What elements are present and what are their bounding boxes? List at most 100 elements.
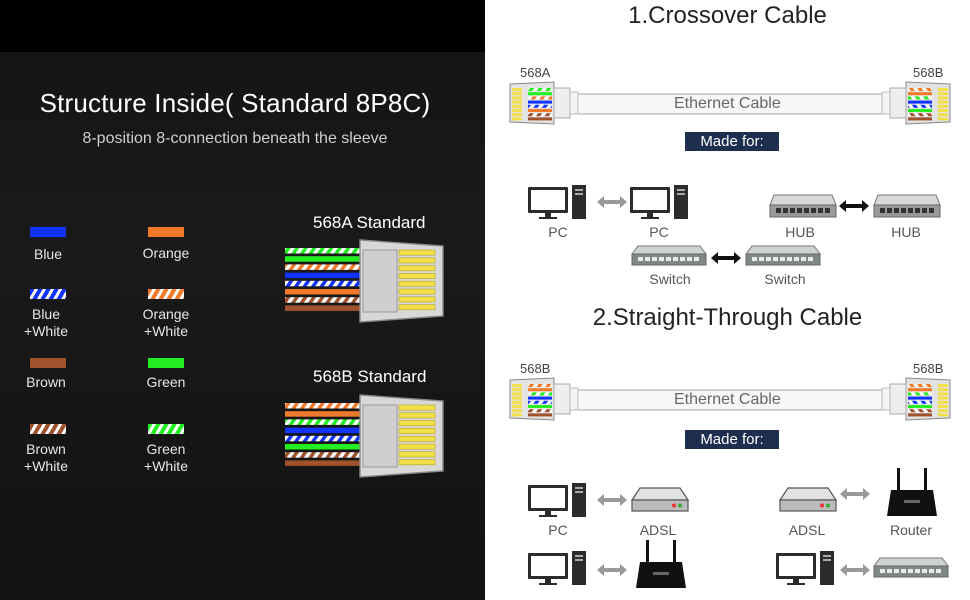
mini-wire <box>908 388 932 392</box>
plug-568a-diagram <box>285 239 444 323</box>
wire-blue-white <box>285 280 370 287</box>
crossover-right-end: 568B <box>913 65 944 80</box>
mini-pin <box>938 413 948 417</box>
mini-wire <box>528 88 552 91</box>
plug-latch <box>362 249 398 313</box>
straight-cable-diagram <box>509 377 951 421</box>
pin-contact <box>398 280 436 287</box>
arrow-double-icon <box>840 488 870 500</box>
wire-brown-white <box>285 297 370 303</box>
mini-wire <box>908 392 932 396</box>
pin-contact <box>398 288 436 295</box>
crossover-cable-label: Ethernet Cable <box>674 95 781 112</box>
mini-wire <box>528 92 552 96</box>
mini-pin <box>938 96 948 100</box>
mini-wire <box>528 392 552 396</box>
standard-568a-label: 568A Standard <box>313 213 426 232</box>
mini-wire <box>528 396 552 400</box>
wire-green <box>285 256 370 262</box>
mini-boot <box>889 383 907 415</box>
mini-wire <box>908 384 932 387</box>
mini-pin <box>512 396 522 400</box>
device-label-adsl: ADSL <box>639 522 677 538</box>
straight-left-end: 568B <box>520 361 551 376</box>
mini-pin <box>938 409 948 413</box>
legend-label-brown: Brown <box>26 374 66 390</box>
mini-pin <box>512 405 522 408</box>
legend-label-orange-white: Orange +White <box>142 306 190 339</box>
mini-strain <box>569 91 579 115</box>
mini-pin <box>938 104 948 108</box>
mini-wire <box>908 413 932 417</box>
modem-icon <box>778 487 838 512</box>
mini-strain <box>881 387 891 411</box>
device-label-pc: PC <box>649 224 669 240</box>
top-band <box>0 0 485 52</box>
mini-wire <box>908 400 932 404</box>
arrow-double-icon <box>597 494 627 506</box>
mini-pin <box>938 405 948 408</box>
wire-brown-white <box>285 452 370 458</box>
mini-wire <box>908 396 932 400</box>
pin-contact <box>398 435 436 442</box>
arrow-double-icon <box>597 564 627 576</box>
mini-pin <box>512 96 522 100</box>
mini-pin <box>512 113 522 117</box>
mini-wire <box>528 104 552 108</box>
pin-contact <box>398 404 436 411</box>
pin-contact <box>398 443 436 450</box>
mini-pin <box>938 109 948 112</box>
wire-orange <box>285 411 370 417</box>
pin-contact <box>398 257 436 264</box>
pc-icon <box>528 551 586 585</box>
pin-contact <box>398 459 436 466</box>
mini-pin <box>512 388 522 392</box>
wire-green-white <box>285 248 370 254</box>
router-icon <box>887 468 937 516</box>
mini-wire <box>528 384 552 387</box>
mini-wire <box>528 109 552 112</box>
legend-swatch-orange <box>148 227 184 237</box>
pin-contact <box>398 412 436 419</box>
legend-label-brown-white: Brown +White <box>24 441 68 474</box>
router-icon <box>636 540 686 588</box>
mini-wire <box>528 100 552 104</box>
mini-boot <box>553 87 571 119</box>
mini-wire <box>908 104 932 108</box>
legend-label-blue: Blue <box>33 246 63 262</box>
mini-wire <box>528 96 552 100</box>
mini-wire <box>908 113 932 117</box>
wire-blue-white <box>285 435 370 442</box>
mini-wire <box>908 409 932 413</box>
crossover-left-end: 568A <box>520 65 551 80</box>
pin-contact <box>398 265 436 272</box>
hub-icon <box>873 194 941 218</box>
mini-wire <box>528 400 552 404</box>
arrow-double-icon <box>711 252 741 264</box>
mini-plug <box>509 81 579 125</box>
mini-wire <box>528 388 552 392</box>
mini-pin <box>512 413 522 417</box>
mini-pin <box>938 117 948 121</box>
crossover-cable-diagram <box>509 81 951 125</box>
legend-swatch-orange-white <box>148 289 184 299</box>
mini-pin <box>938 400 948 404</box>
legend-label-green-white: Green +White <box>144 441 188 474</box>
wire-brown <box>285 305 370 311</box>
mini-pin <box>938 100 948 104</box>
mini-wire <box>528 405 552 408</box>
mini-wire <box>528 117 552 121</box>
hub-icon <box>769 194 837 218</box>
mini-pin <box>512 400 522 404</box>
device-label-adsl: ADSL <box>788 522 826 538</box>
wire-brown <box>285 460 370 466</box>
mini-wire <box>908 405 932 408</box>
legend-swatch-brown-white <box>30 424 66 434</box>
device-label-switch: Switch <box>764 271 806 287</box>
arrow-double-icon <box>840 564 870 576</box>
switch-icon <box>631 245 707 266</box>
pin-contact <box>398 420 436 427</box>
pc-icon <box>776 551 834 585</box>
legend-swatch-blue <box>30 227 66 237</box>
mini-pin <box>512 88 522 91</box>
